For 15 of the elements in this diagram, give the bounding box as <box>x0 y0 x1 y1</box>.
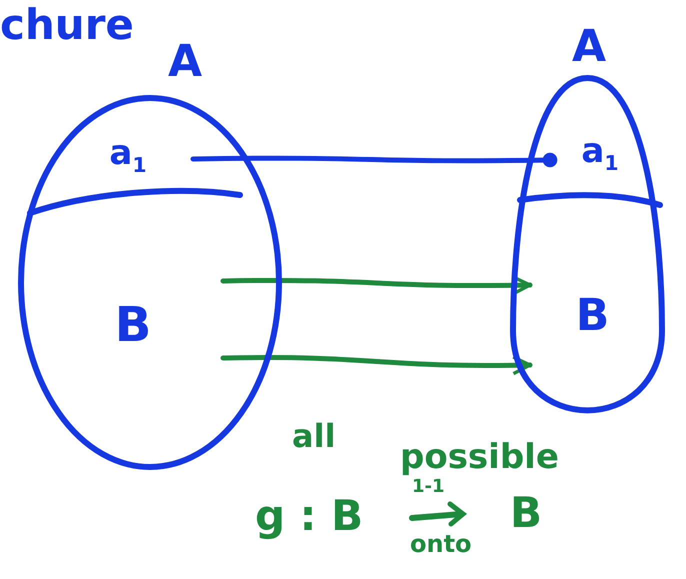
arrow <box>220 355 532 376</box>
handwritten-note: g : B <box>255 495 364 537</box>
element-label: B <box>114 297 152 353</box>
element-label: B <box>576 290 610 340</box>
handwritten-note: possible <box>400 440 559 474</box>
handwritten-note: onto <box>410 532 472 556</box>
element-label: a$_{1}$ <box>581 130 619 174</box>
set-name: A <box>168 40 202 84</box>
set-name: A <box>572 25 606 69</box>
element-label: a$_{1}$ <box>109 133 147 177</box>
handwritten-note: B <box>510 492 542 534</box>
handwritten-note: 1-1 <box>412 478 445 496</box>
arrow <box>220 275 532 296</box>
handwritten-note: all <box>292 420 336 452</box>
handwritten-note: chure <box>0 4 134 46</box>
